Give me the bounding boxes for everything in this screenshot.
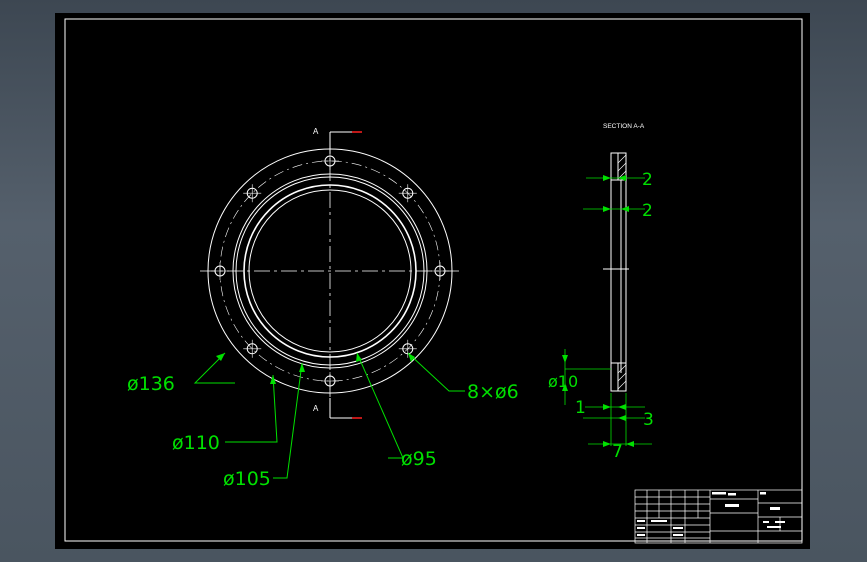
section-marker-top: A [313, 127, 319, 136]
front-leader-arrows [216, 353, 415, 384]
dim-step-3: 3 [643, 410, 654, 430]
section-view [603, 152, 629, 392]
dim-hole-diameter: ø10 [548, 372, 578, 391]
section-title: SECTION A-A [603, 123, 645, 130]
leader-outer-diameter [193, 352, 235, 384]
cad-drawing: A A ø136 ø110 ø105 ø95 8×ø6 SECTION A-A [64, 18, 803, 544]
dim-top-width: 2 [642, 170, 653, 190]
dim-holes: 8×ø6 [467, 381, 519, 403]
dim-bore-diameter: ø95 [401, 448, 437, 470]
leader-holes [407, 352, 465, 392]
dim-total-thickness: 7 [612, 442, 623, 462]
title-block-marks [637, 492, 785, 536]
front-leaders [193, 352, 465, 479]
dim-bolt-circle: ø110 [172, 432, 220, 454]
drawing-sheet: A A ø136 ø110 ø105 ø95 8×ø6 SECTION A-A [55, 13, 810, 549]
section-marker-bottom: A [313, 404, 319, 413]
bolt-holes [211, 152, 449, 390]
drawing-border [64, 18, 803, 542]
dim-step-1: 1 [575, 398, 586, 418]
dim-recess-diameter: ø105 [223, 468, 271, 490]
dim-outer-diameter: ø136 [127, 373, 175, 395]
section-dim-arrows [562, 175, 634, 447]
cutting-plane-top [329, 131, 362, 153]
leader-recess [273, 362, 303, 479]
front-centerlines [200, 138, 460, 408]
leader-bolt-circle [225, 374, 278, 443]
dim-top-width-2: 2 [642, 201, 653, 221]
title-block [634, 489, 803, 544]
section-hatch [617, 154, 627, 390]
leader-bore [356, 352, 404, 459]
cutting-plane-bottom [329, 398, 362, 419]
